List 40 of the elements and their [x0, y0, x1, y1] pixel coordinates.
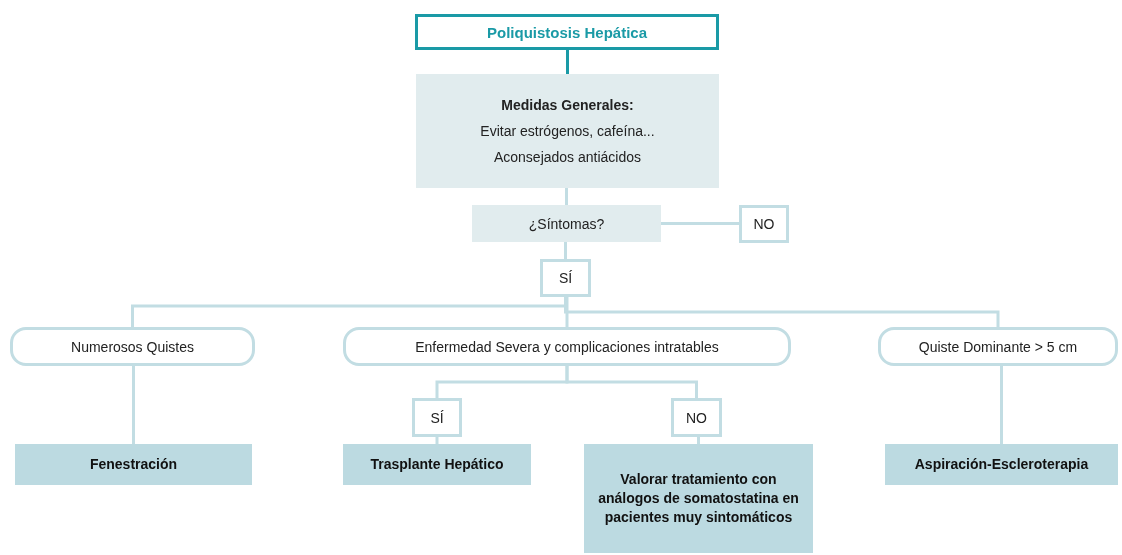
- box-text: NO: [686, 409, 707, 426]
- box-text: SÍ: [558, 270, 573, 286]
- connector-line: [566, 50, 569, 74]
- answer-box: [739, 205, 789, 243]
- box-text: Poliquistosis Hepática: [486, 23, 647, 41]
- box-text: Fenestración: [89, 455, 178, 474]
- box-text: Aspiración-Escleroterapia: [914, 455, 1089, 474]
- connector-line: [565, 366, 698, 398]
- answer-box: [540, 259, 591, 297]
- title-box: [415, 14, 719, 50]
- box-text: Trasplante Hepático: [370, 455, 504, 474]
- answer-box: [671, 398, 722, 437]
- box-text: NO: [753, 216, 775, 232]
- box-text: Numerosos Quistes: [71, 338, 194, 355]
- condition-pill: [343, 327, 791, 366]
- answer-box: [412, 398, 462, 437]
- box-text: Aconsejados antiácidos: [493, 149, 642, 165]
- box-text: Valorar tratamiento con análogos de somatostatina en pacientes muy sintomáticos: [597, 470, 800, 527]
- outcome-box: [885, 444, 1118, 485]
- box-text: SÍ: [430, 409, 444, 426]
- box-text: ¿Síntomas?: [528, 215, 605, 232]
- process-box: [472, 205, 661, 242]
- process-box: [416, 74, 719, 188]
- box-heading: Medidas Generales:: [501, 97, 634, 113]
- outcome-box: [584, 444, 813, 553]
- connector-line: [132, 366, 135, 444]
- outcome-box: [343, 444, 531, 485]
- box-text: Evitar estrógenos, cafeína...: [480, 123, 655, 139]
- condition-pill: [10, 327, 255, 366]
- connector-line: [565, 188, 568, 205]
- connector-line: [435, 437, 439, 444]
- box-text: Quiste Dominante > 5 cm: [918, 338, 1078, 355]
- condition-pill: [878, 327, 1118, 366]
- outcome-box: [15, 444, 252, 485]
- connector-line: [564, 242, 567, 259]
- connector-line: [661, 222, 739, 225]
- connector-line: [1000, 366, 1003, 444]
- box-text: Enfermedad Severa y complicaciones intratables: [415, 338, 719, 355]
- connector-line: [697, 437, 700, 444]
- connector-line: [565, 297, 569, 327]
